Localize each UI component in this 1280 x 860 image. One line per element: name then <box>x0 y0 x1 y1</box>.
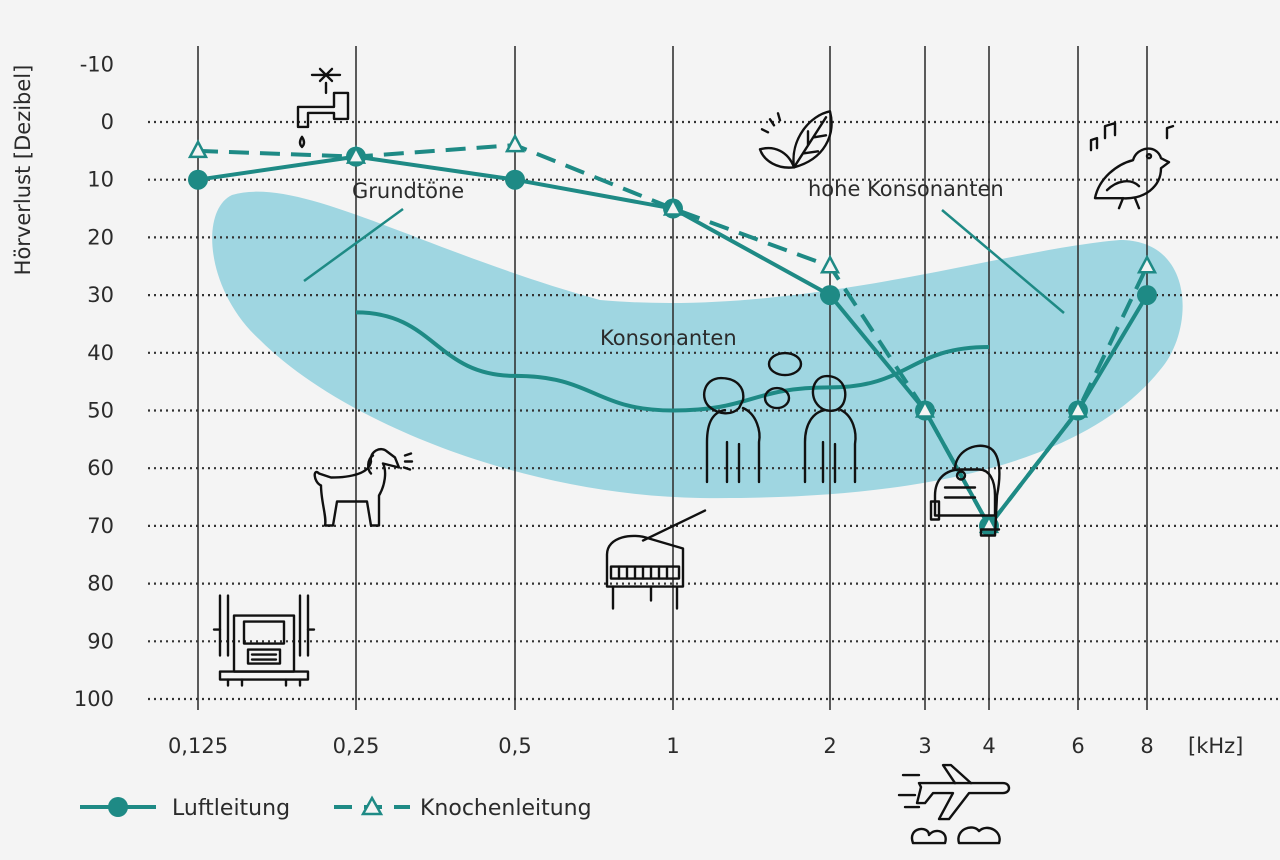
x-tick-label: 8 <box>1140 734 1153 758</box>
y-axis-ticks: -10 0 10 20 30 40 50 60 70 80 90 100 <box>74 52 114 711</box>
annotation-konsonanten: Konsonanten <box>600 326 737 350</box>
data-point-knochenleitung <box>978 514 1000 534</box>
x-tick-label: 0,5 <box>498 734 531 758</box>
hohe-konsonanten-leader-line <box>941 209 1065 314</box>
legend-label-luftleitung: Luftleitung <box>172 796 290 821</box>
y-tick-label: 50 <box>87 399 114 423</box>
y-tick-label: 0 <box>101 110 114 134</box>
y-tick-label: 80 <box>87 572 114 596</box>
consonant-curve-layer <box>355 310 990 413</box>
x-tick-label: 0,125 <box>168 734 228 758</box>
y-tick-label: 30 <box>87 283 114 307</box>
y-tick-label: 40 <box>87 341 114 365</box>
x-tick-label: 3 <box>918 734 931 758</box>
data-point-luftleitung <box>1137 285 1157 306</box>
legend-marker-knochenleitung <box>360 795 384 816</box>
y-tick-label: -10 <box>80 52 114 76</box>
faucet-icon <box>296 67 350 149</box>
people-talking-icon <box>702 351 857 484</box>
x-axis-ticks: 0,125 0,25 0,5 1 2 3 4 6 8 <box>168 734 1154 758</box>
leaves-icon <box>758 110 833 169</box>
legend-marker-luftleitung <box>108 797 128 817</box>
data-point-knochenleitung <box>187 139 209 159</box>
x-tick-label: 6 <box>1071 734 1084 758</box>
truck-icon <box>212 594 316 687</box>
y-tick-label: 100 <box>74 687 114 711</box>
y-tick-label: 60 <box>87 456 114 480</box>
bird-icon <box>1089 121 1175 210</box>
annotation-grundtoene: Grundtöne <box>352 179 464 203</box>
y-tick-label: 70 <box>87 514 114 538</box>
x-tick-label: 2 <box>823 734 836 758</box>
x-tick-label: 0,25 <box>333 734 380 758</box>
data-point-luftleitung <box>820 285 840 306</box>
data-point-luftleitung <box>505 169 525 190</box>
annotation-hohe-konsonanten: hohe Konsonanten <box>808 177 1004 201</box>
series-layer <box>187 133 1158 536</box>
data-point-knochenleitung <box>914 398 936 418</box>
airplane-icon <box>897 763 1011 845</box>
x-tick-label: 1 <box>666 734 679 758</box>
icon-layer <box>212 67 1175 845</box>
data-point-luftleitung <box>188 169 208 190</box>
data-point-knochenleitung <box>345 144 367 164</box>
grundtoene-leader-line <box>303 207 404 283</box>
y-axis-label: Hörverlust [Dezibel] <box>11 65 35 276</box>
data-point-knochenleitung <box>1067 398 1089 418</box>
y-tick-label: 90 <box>87 629 114 653</box>
data-point-knochenleitung <box>504 133 526 153</box>
legend-label-knochenleitung: Knochenleitung <box>420 796 592 821</box>
speech-banana-layer <box>212 191 1183 499</box>
data-point-knochenleitung <box>1136 254 1158 274</box>
y-tick-label: 10 <box>87 168 114 192</box>
data-point-knochenleitung <box>662 196 684 216</box>
vacuum-cleaner-icon <box>929 444 1001 537</box>
speech-banana <box>212 191 1183 499</box>
annotations: Grundtöne Konsonanten hohe Konsonanten <box>303 177 1065 350</box>
consonant-curve <box>355 310 990 413</box>
x-axis-unit: [kHz] <box>1188 734 1243 758</box>
dog-icon <box>313 447 414 527</box>
legend: Luftleitung Knochenleitung <box>80 795 592 821</box>
x-tick-label: 4 <box>982 734 995 758</box>
data-point-knochenleitung <box>819 254 841 274</box>
y-tick-label: 20 <box>87 225 114 249</box>
grid <box>148 46 1278 710</box>
piano-icon <box>605 509 707 610</box>
